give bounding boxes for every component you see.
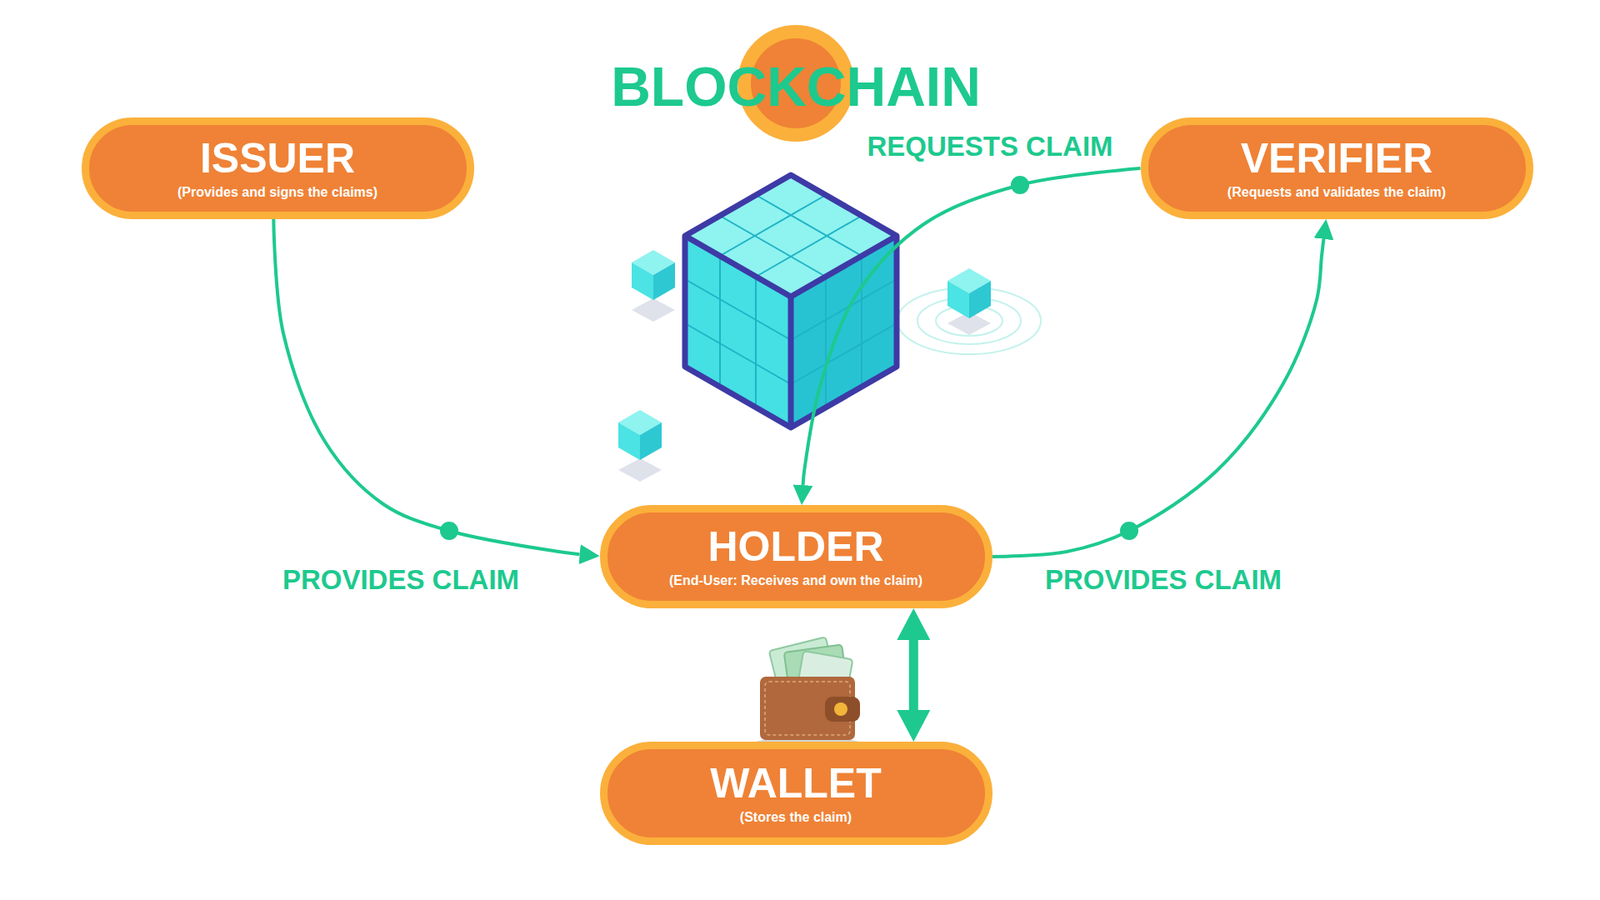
edge-label: PROVIDES CLAIM [1041,565,1285,595]
cube-edge [685,235,897,297]
diagram-title: BLOCKCHAIN [610,56,981,118]
cube-edge [788,296,795,428]
cube-outline [685,175,897,428]
grid-line [860,255,863,387]
blockchain-cube [685,175,897,428]
flow-arrow [273,219,580,555]
connector-dot [1120,521,1139,540]
wallet-box: WALLET (Stores the claim) [600,741,993,845]
verifier-box: VERIFIER (Requests and validates the clai… [1140,117,1534,220]
grid-line [719,255,721,387]
wallet-button [834,702,848,716]
issuer-box: ISSUER (Provides and signs the claims) [81,117,475,220]
node-description: (Stores the claim) [740,809,852,825]
node-heading: WALLET [710,761,882,806]
wallet-body [760,676,855,740]
node-description: (End-User: Receives and own the claim) [669,572,923,589]
wallet-stitch [765,681,850,735]
connector-dot [440,521,459,540]
cube-edges [685,175,897,428]
cube-shadow [618,458,662,482]
small-cube [631,250,675,300]
small-cube [618,410,662,460]
small-cube [947,268,991,319]
flow-arrow [803,168,1141,485]
node-heading: ISSUER [200,136,355,181]
double-arrow [909,640,919,710]
grid-line [825,276,827,408]
cube-shadow [631,298,675,322]
grid-line [755,276,757,408]
wallet-icon [754,636,861,750]
edge-label: REQUESTS CLAIM [863,131,1116,162]
node-heading: VERIFIER [1240,136,1434,181]
node-description: (Provides and signs the claims) [177,184,378,200]
node-description: (Requests and validates the claim) [1227,184,1446,200]
edge-label: PROVIDES CLAIM [279,565,523,595]
holder-box: HOLDER (End-User: Receives and own the cl… [600,505,993,609]
connector-dot [1010,175,1030,195]
flow-arrow [992,239,1325,557]
wallet-flap [825,696,860,722]
node-heading: HOLDER [707,525,884,570]
